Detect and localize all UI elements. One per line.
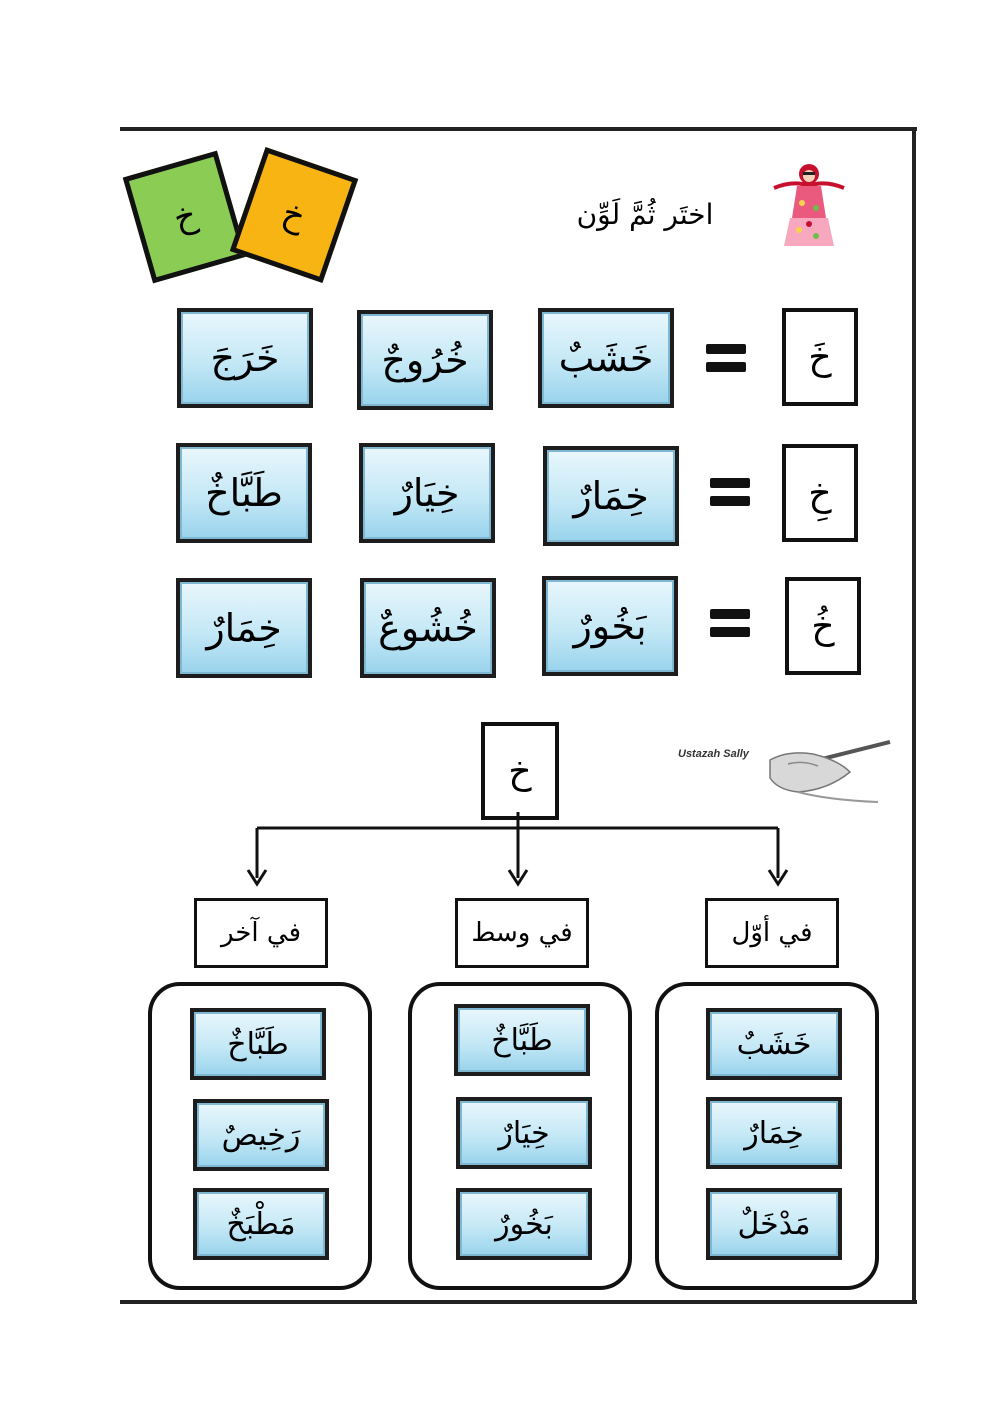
word-card[interactable]: خَشَبٌ [538,308,674,408]
equals-sign [710,609,750,639]
label-end: في آخر [194,898,328,968]
equals-sign [706,344,746,374]
word-card-beginning[interactable]: خِمَارٌ [706,1097,842,1169]
label-beginning: في أوّل [705,898,839,968]
equals-sign [710,478,750,508]
author-signature: Ustazah Sally [678,748,749,760]
letter-tile-green[interactable]: خ [122,150,248,284]
word-card-middle[interactable]: طَبَّاخٌ [454,1004,590,1076]
word-card[interactable]: خُرُوجٌ [357,310,493,410]
page-frame-top [120,127,917,131]
word-card-beginning[interactable]: خَشَبٌ [706,1008,842,1080]
label-middle: في وسط [455,898,589,968]
page-frame-bottom [120,1300,917,1304]
group-beginning [655,982,879,1290]
word-card[interactable]: خِيَارٌ [359,443,495,543]
word-card[interactable]: بَخُورٌ [542,576,678,676]
word-card-end[interactable]: مَطْبَخٌ [193,1188,329,1260]
row-letter-kasra: خِ [782,444,858,542]
writing-hand-icon [769,740,891,803]
word-card[interactable]: طَبَّاخٌ [176,443,312,543]
tree-connector-arrows [246,812,789,887]
letter-tile-orange[interactable]: خ [229,147,359,283]
word-card[interactable]: خِمَارٌ [543,446,679,546]
row-letter-fatha: خَ [782,308,858,406]
word-card[interactable]: خُشُوعٌ [360,578,496,678]
girl-illustration-icon [773,164,845,246]
word-card-end[interactable]: طَبَّاخٌ [190,1008,326,1080]
word-card-end[interactable]: رَخِيصٌ [193,1099,329,1171]
instruction-title: اختَر ثُمَّ لَوِّن [576,198,714,231]
word-card[interactable]: خِمَارٌ [176,578,312,678]
word-card-middle[interactable]: بَخُورٌ [456,1188,592,1260]
row-letter-damma: خُ [785,577,861,675]
word-card-middle[interactable]: خِيَارٌ [456,1097,592,1169]
page-frame-right [912,127,916,1304]
root-letter-box: خ [481,722,559,820]
group-middle [408,982,632,1290]
word-card-beginning[interactable]: مَدْخَلٌ [706,1188,842,1260]
group-end [148,982,372,1290]
word-card[interactable]: خَرَجَ [177,308,313,408]
